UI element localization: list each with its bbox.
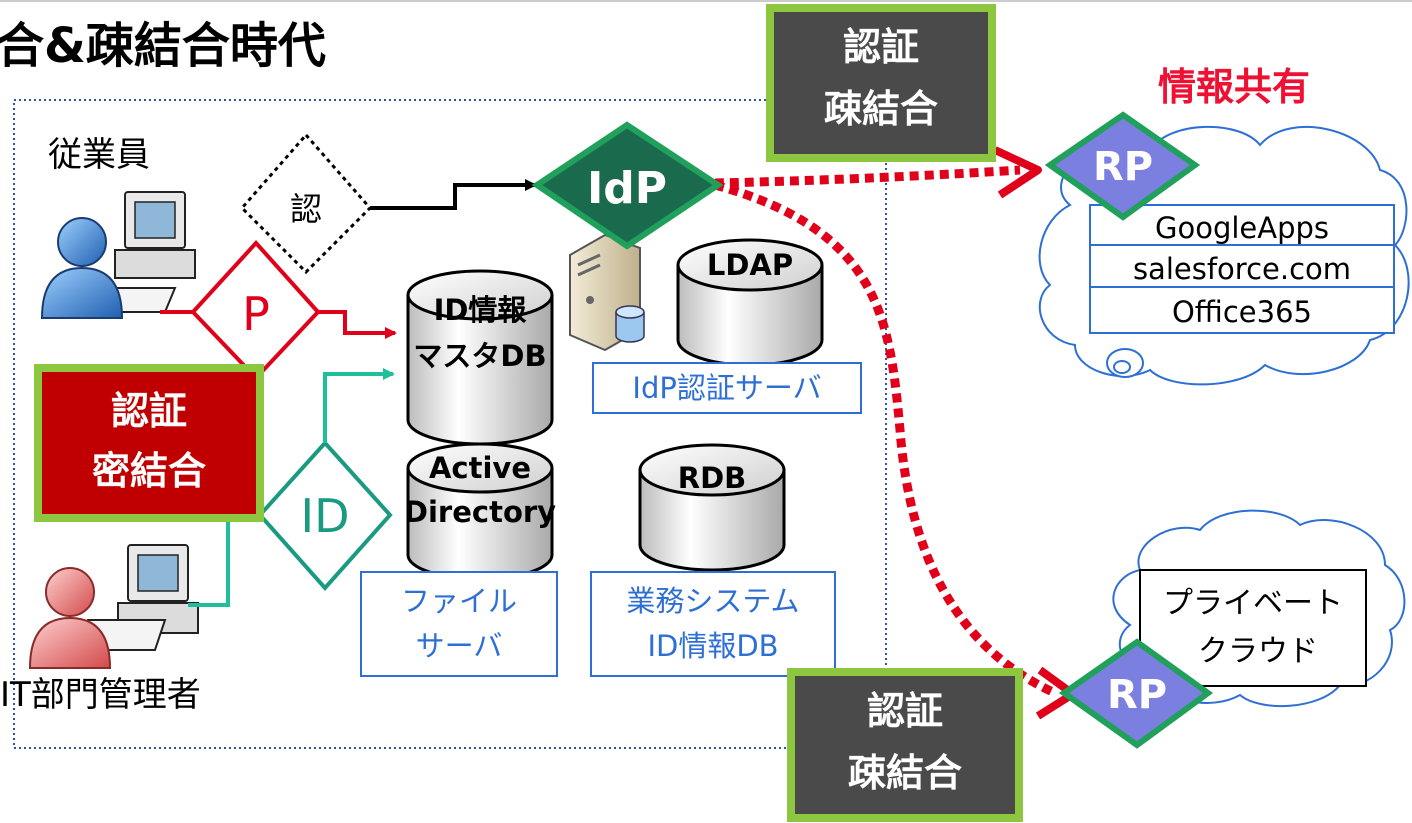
active-directory-line1: Active <box>429 451 531 485</box>
active-directory-cylinder <box>406 442 554 581</box>
idp-server-box <box>592 362 862 414</box>
auth-diamond <box>239 132 373 275</box>
file-server-line2: サーバ <box>416 629 503 663</box>
private-cloud-line1: プライベート <box>1163 586 1343 621</box>
private-cloud-box <box>1139 569 1367 687</box>
admin-to-id-line <box>188 513 260 607</box>
rp-bottom-label: RP <box>1107 672 1167 718</box>
file-server-box <box>360 571 558 677</box>
file-server-line1: ファイル <box>401 584 517 618</box>
loose-coupling-box-top <box>766 4 996 162</box>
company-boundary <box>13 99 887 749</box>
admin-label: IT部門管理者 <box>0 675 201 715</box>
rp-top-arrowhead <box>993 146 1042 199</box>
ldap-cylinder <box>676 238 824 367</box>
rp-diamond-bottom <box>1058 638 1214 749</box>
cloud-service-item: salesforce.com <box>1133 252 1351 286</box>
tight-coupling-line2: 密結合 <box>92 449 206 493</box>
idp-diamond <box>531 121 724 250</box>
private-cloud-line2: クラウド <box>1198 634 1318 669</box>
idp-server-label: IdP認証サーバ <box>632 371 821 405</box>
employee-label: 従業員 <box>48 135 150 175</box>
page-title: 合&疎結合時代 <box>0 18 326 74</box>
loose-coupling-top-line2: 疎結合 <box>824 87 938 131</box>
p-to-idmaster-arrow <box>318 310 397 339</box>
loose-coupling-bottom-line2: 疎結合 <box>848 751 962 795</box>
tight-coupling-line1: 認証 <box>111 389 187 433</box>
server-icon <box>569 233 645 352</box>
rdb-label: RDB <box>678 461 747 495</box>
cloud-service-item: Office365 <box>1172 295 1312 329</box>
business-system-line2: ID情報DB <box>647 629 778 663</box>
employee-pc-icon <box>93 191 196 313</box>
id-diamond <box>257 440 393 592</box>
rdb-cylinder <box>638 443 786 572</box>
tight-coupling-box <box>34 364 264 522</box>
rp-top-label: RP <box>1093 144 1153 190</box>
business-system-box <box>590 571 836 677</box>
cloud-tail-small <box>1113 360 1131 374</box>
loose-coupling-top-line1: 認証 <box>843 25 919 69</box>
id-diamond-label: ID <box>301 489 350 543</box>
employee-person-icon <box>40 217 124 319</box>
idp-to-rp-bottom-link <box>713 180 1057 698</box>
cloud-services-table <box>1089 204 1395 334</box>
id-to-idmaster-arrow <box>323 368 395 443</box>
idmaster-db-line2: マスタDB <box>413 339 546 373</box>
loose-coupling-box-bottom <box>787 668 1023 822</box>
auth-to-idp-arrow <box>370 179 537 210</box>
ldap-label: LDAP <box>707 248 793 282</box>
info-share-heading: 情報共有 <box>1158 65 1310 109</box>
admin-person-icon <box>28 567 112 669</box>
rp-diamond-top <box>1044 111 1201 221</box>
idmaster-db-line1: ID情報 <box>434 293 528 327</box>
active-directory-line2: Directory <box>404 495 556 529</box>
business-system-line1: 業務システム <box>626 584 799 618</box>
password-diamond-label: P <box>242 287 270 341</box>
auth-badge-label: 認 <box>290 190 322 228</box>
cloud-service-item: GoogleApps <box>1155 211 1329 245</box>
loose-coupling-bottom-line1: 認証 <box>867 689 943 733</box>
idp-to-rp-top-link <box>714 165 1021 188</box>
idmaster-db-cylinder <box>406 269 554 446</box>
idp-diamond-label: IdP <box>587 163 667 214</box>
